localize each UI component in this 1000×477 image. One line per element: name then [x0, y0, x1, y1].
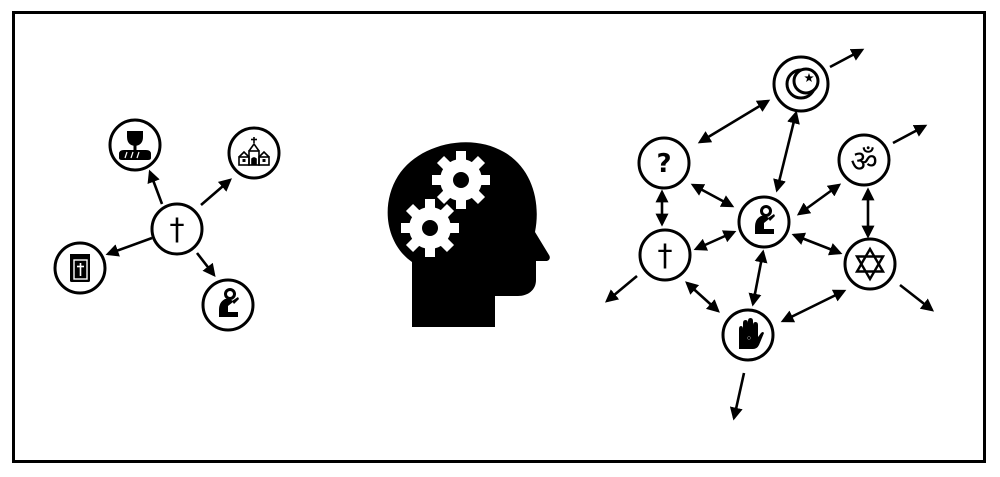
- jain-hand-node: [721, 308, 775, 362]
- praying-person-icon: [219, 288, 239, 317]
- edge-cross-to-praying: [195, 252, 216, 278]
- left-cross-node: †: [150, 202, 204, 256]
- left-cluster: †: [53, 118, 281, 332]
- edge-star-hand: [780, 289, 847, 323]
- crescent-star-icon: [785, 67, 820, 100]
- om-node: ॐ: [837, 133, 891, 187]
- question-mark-icon: ?: [656, 149, 671, 179]
- edge-question-crescent: [697, 99, 771, 144]
- gear-icon: [432, 151, 490, 209]
- latin-cross-icon: †: [170, 213, 185, 248]
- crescent-node: [772, 55, 830, 113]
- edge-cross-praying: [693, 230, 737, 251]
- edge-cross-to-church: [200, 178, 232, 206]
- left-praying-node: [201, 278, 255, 332]
- head-with-gears-icon: [387, 142, 550, 327]
- question-node: ?: [637, 136, 691, 190]
- edge-praying-hand: [748, 249, 768, 307]
- bible-node: [53, 241, 107, 295]
- edge-cross-out: [605, 275, 638, 303]
- edge-om-out: [892, 124, 928, 145]
- edge-om-praying: [796, 183, 842, 216]
- right-praying-node: [737, 195, 791, 249]
- edge-question-praying: [690, 183, 735, 208]
- praying-person-icon: [755, 205, 775, 234]
- church-icon: [238, 137, 270, 166]
- church-node: [227, 126, 281, 180]
- edge-crescent-praying: [773, 110, 800, 193]
- edge-praying-star: [791, 232, 843, 256]
- gear-icon: [401, 199, 459, 257]
- edge-hand-out: [729, 372, 746, 421]
- edge-star-out: [899, 283, 935, 312]
- jain-hand-icon: [739, 318, 764, 349]
- edge-crescent-out: [829, 48, 865, 69]
- right-cluster: ? ॐ †: [605, 48, 935, 421]
- star-of-david-node: [843, 237, 897, 291]
- latin-cross-icon: †: [658, 239, 673, 274]
- chalice-node: [108, 118, 162, 172]
- om-icon: ॐ: [850, 145, 877, 180]
- edge-cross-to-chalice: [147, 169, 164, 205]
- right-cross-node: †: [638, 228, 692, 282]
- edge-cross-hand: [685, 281, 720, 313]
- bible-book-icon: [70, 254, 90, 282]
- edge-cross-to-bible: [105, 236, 153, 257]
- chalice-bread-icon: [119, 131, 151, 160]
- star-of-david-icon: [854, 246, 886, 282]
